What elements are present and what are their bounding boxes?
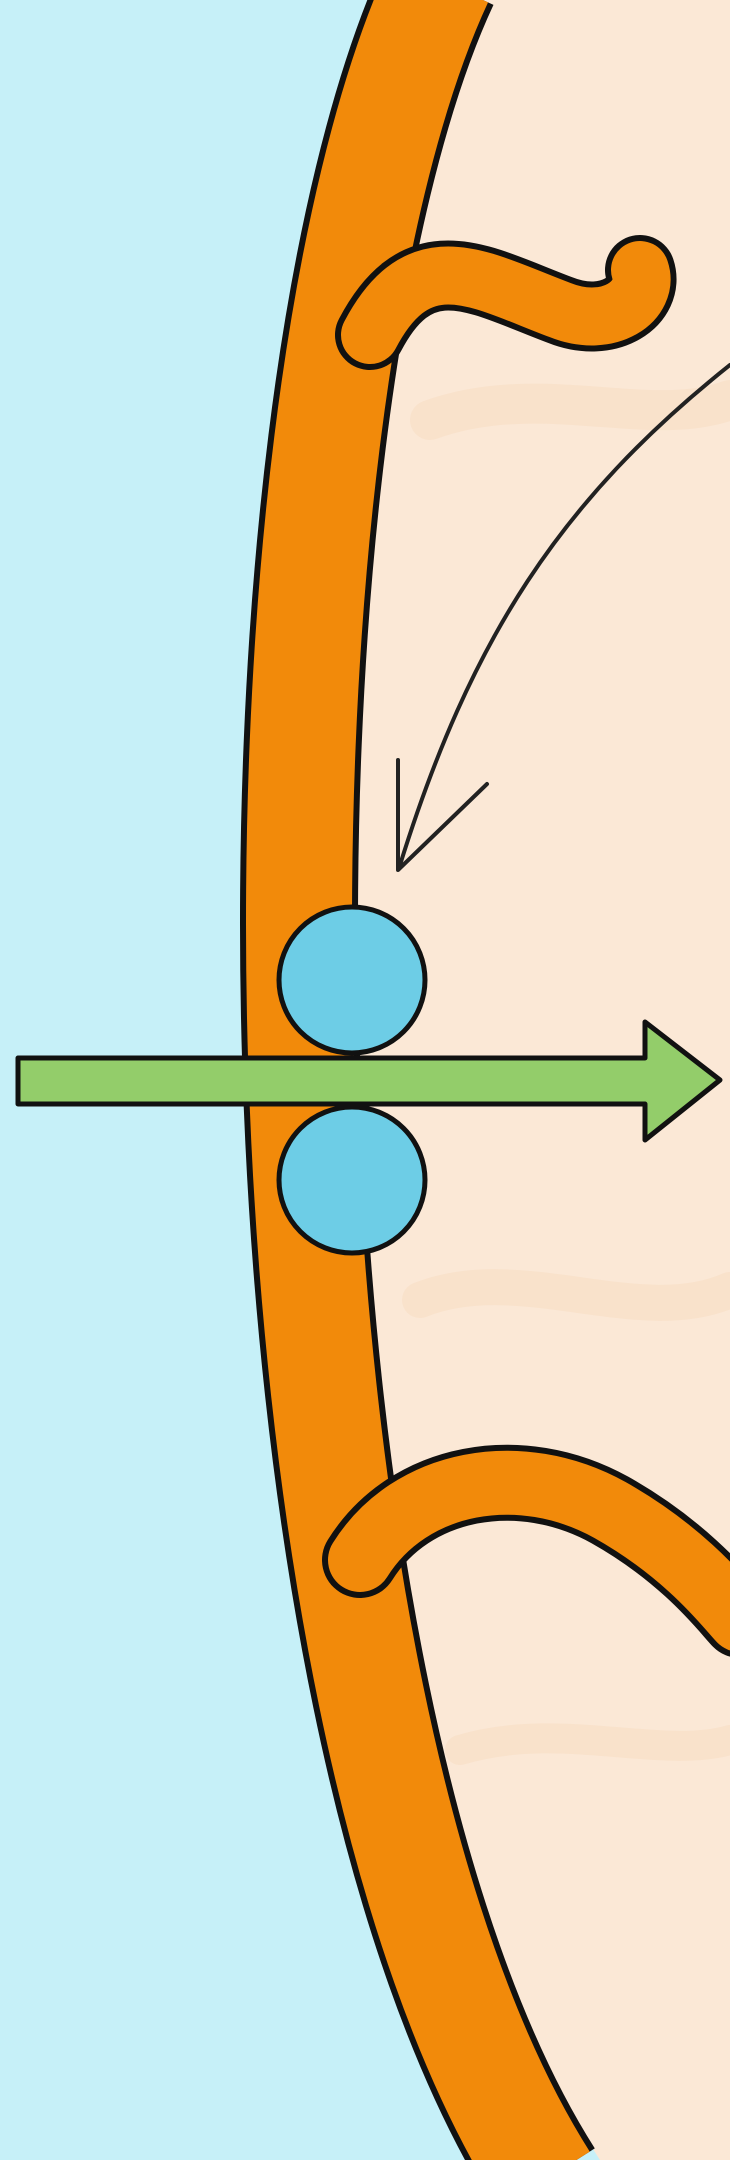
channel-protein-icon (279, 907, 425, 1053)
channel-protein-icon (279, 1107, 425, 1253)
